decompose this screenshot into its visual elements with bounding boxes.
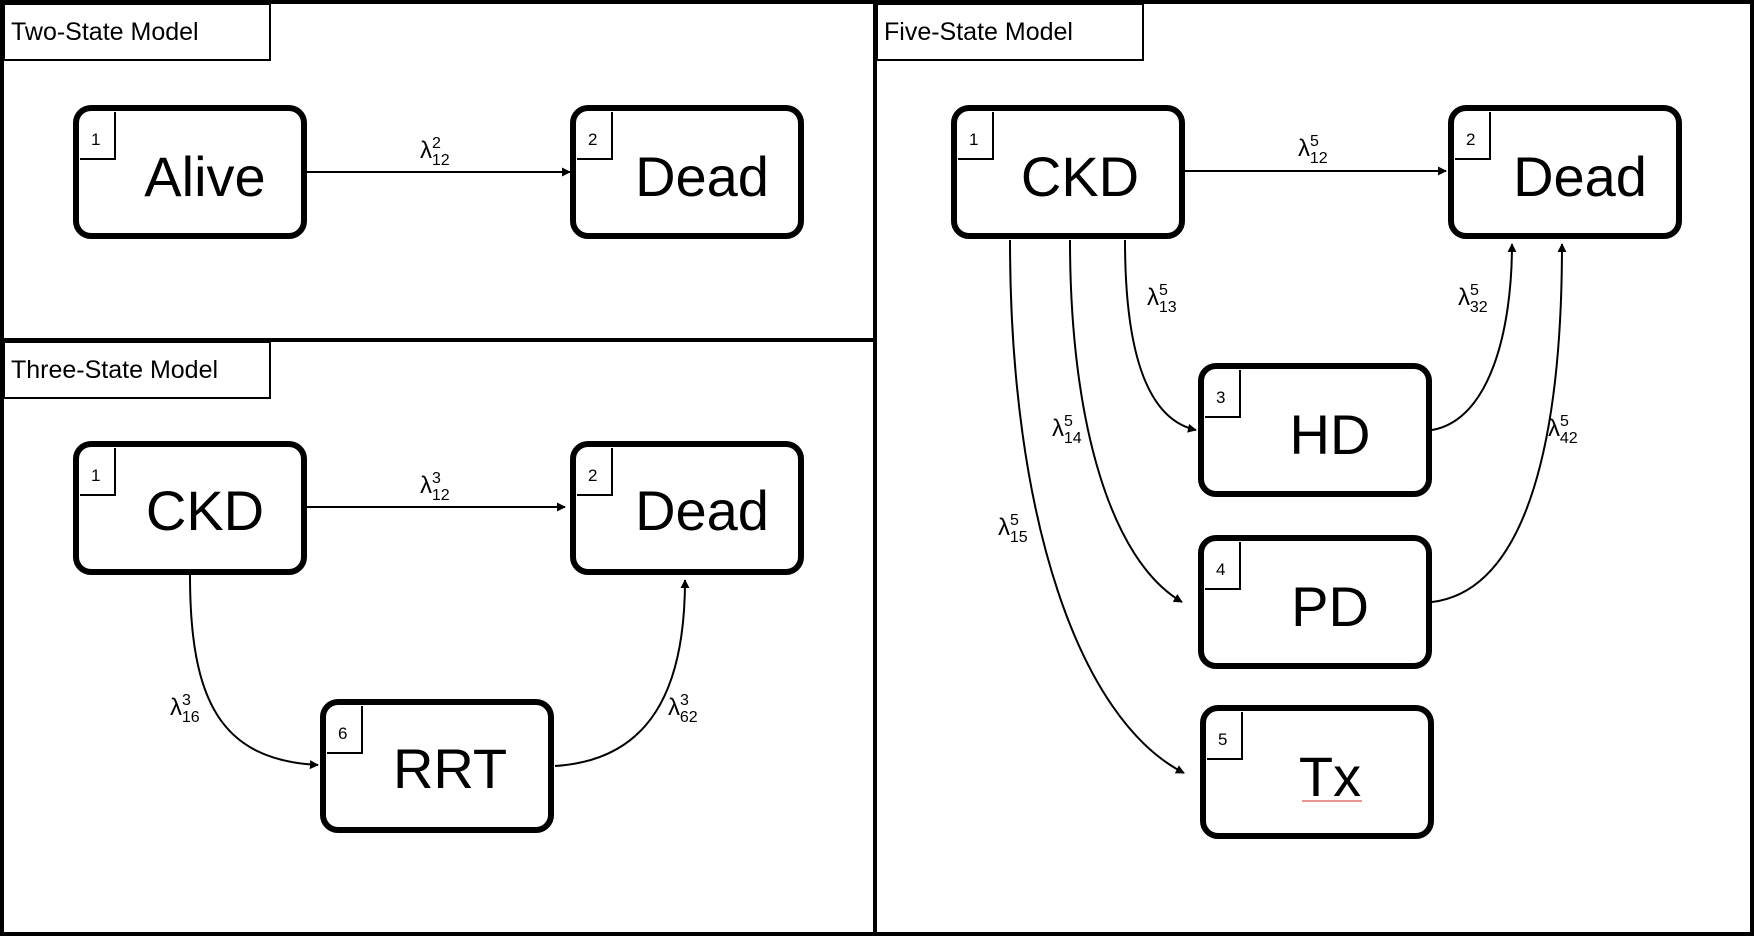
state-box-dead: 2 Dead — [570, 105, 804, 239]
state-label: CKD — [146, 479, 264, 542]
state-label: Tx — [1299, 745, 1361, 808]
state-label: Dead — [635, 479, 769, 542]
state-number: 6 — [338, 724, 347, 743]
state-label: Dead — [635, 145, 769, 208]
panel-title: Two-State Model — [11, 18, 199, 46]
transition-arrow — [554, 579, 690, 767]
panel-title-tab — [876, 3, 1144, 61]
state-label: Dead — [1513, 145, 1647, 208]
transition-arrow — [189, 574, 319, 770]
state-box-ckd: 1 CKD — [951, 105, 1185, 239]
transition-arrow — [1124, 239, 1197, 433]
panel-title: Three-State Model — [11, 356, 218, 384]
state-label: Alive — [144, 145, 265, 208]
state-label: HD — [1290, 403, 1371, 466]
state-number: 4 — [1216, 560, 1225, 579]
state-number: 2 — [1466, 130, 1475, 149]
state-box-ckd: 1 CKD — [73, 441, 307, 575]
state-box-hd: 3 HD — [1198, 363, 1432, 497]
five-state-panel: Five-State Model 1 CKD 2 Dead 3 HD 4 — [876, 3, 1682, 839]
transition-arrow — [1431, 243, 1567, 603]
panel-title: Five-State Model — [884, 18, 1073, 46]
state-label: CKD — [1021, 145, 1139, 208]
state-number: 1 — [91, 466, 100, 485]
state-number: 3 — [1216, 388, 1225, 407]
state-box-dead: 2 Dead — [570, 441, 804, 575]
panel-title-tab — [3, 3, 271, 61]
state-number: 5 — [1218, 730, 1227, 749]
transition-arrow — [1069, 239, 1183, 603]
state-box-pd: 4 PD — [1198, 535, 1432, 669]
state-box-dead: 2 Dead — [1448, 105, 1682, 239]
state-label: PD — [1291, 575, 1369, 638]
transition-arrow — [1431, 243, 1517, 431]
state-box-tx: 5 Tx — [1200, 705, 1434, 839]
panel-title-tab — [3, 341, 271, 399]
state-label: RRT — [393, 737, 507, 800]
state-number: 1 — [969, 130, 978, 149]
state-number: 1 — [91, 130, 100, 149]
state-box-alive: 1 Alive — [73, 105, 307, 239]
transition-arrow — [1009, 239, 1185, 774]
state-box-rrt: 6 RRT — [320, 699, 554, 833]
state-number: 2 — [588, 130, 597, 149]
state-number: 2 — [588, 466, 597, 485]
